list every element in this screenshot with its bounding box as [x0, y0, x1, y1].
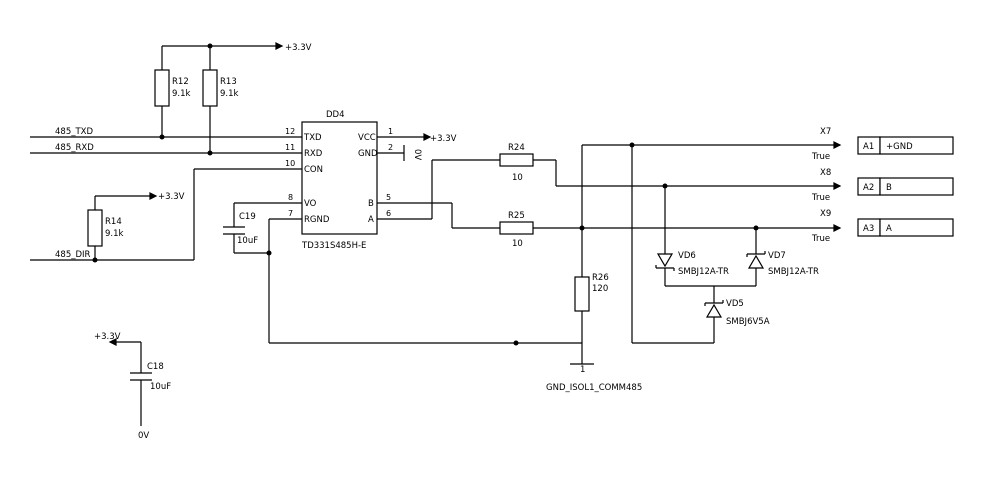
connector-x8: X8 True A2 B	[811, 168, 954, 203]
resistor-r14: R14 9.1k	[87, 209, 124, 247]
net-labels: 485_TXD 485_RXD 485_DIR +3.3V +3.3V +3.3…	[55, 43, 642, 441]
vd6-part: SMBJ12A-TR	[678, 267, 729, 277]
x8-ref: X8	[820, 168, 831, 178]
capacitor-c19: C19 10uF	[223, 212, 258, 246]
pin-num-con: 10	[285, 159, 295, 168]
arrow-3v3-r14	[149, 192, 158, 200]
x7-ref: X7	[820, 127, 831, 137]
pin-name-rgnd: RGND	[304, 215, 330, 225]
r24-value: 10	[512, 173, 523, 183]
r26-ref: R26	[592, 273, 609, 283]
diode-vd5: VD5 SMBJ6V5A	[704, 299, 770, 327]
r14-ref: R14	[105, 217, 122, 227]
connector-x7: X7 True A1 +GND	[811, 127, 954, 162]
x9-signal: A	[886, 224, 892, 234]
c18-ref: C18	[147, 362, 164, 372]
pin-num-txd: 12	[285, 127, 295, 136]
x7-signal: +GND	[886, 142, 913, 152]
pin-name-vo: VO	[304, 199, 317, 209]
ic-ref: DD4	[326, 110, 345, 120]
r24-ref: R24	[508, 143, 525, 153]
wires	[30, 45, 840, 426]
vd5-part: SMBJ6V5A	[726, 317, 770, 327]
c19-value: 10uF	[237, 236, 258, 246]
resistor-r24: R24 10	[499, 143, 534, 183]
arrow-x8	[833, 182, 842, 190]
x7-pin: A1	[863, 142, 874, 152]
vd5-ref: VD5	[726, 299, 744, 309]
diode-vd6: VD6 SMBJ12A-TR	[655, 251, 729, 277]
r14-value: 9.1k	[105, 229, 124, 239]
r13-ref: R13	[220, 77, 237, 87]
ic-dd4: DD4 TD331S485H-E 12 11 10 8 7 TXD RXD CO…	[285, 110, 393, 251]
vd7-ref: VD7	[768, 251, 786, 261]
ic-part: TD331S485H-E	[301, 241, 366, 251]
pin-name-a: A	[368, 215, 374, 225]
pin-num-vo: 8	[288, 193, 293, 202]
label-0v-c18: 0V	[138, 431, 149, 441]
arrow-3v3-vcc	[423, 133, 432, 141]
r12-ref: R12	[172, 77, 189, 87]
r13-value: 9.1k	[220, 89, 239, 99]
arrow-3v3-c18	[108, 338, 117, 346]
label-3v3-top: +3.3V	[285, 43, 312, 53]
pin-name-b: B	[368, 199, 374, 209]
x8-tag: True	[811, 193, 830, 203]
x8-signal: B	[886, 183, 892, 193]
pin-num-b: 5	[386, 193, 391, 202]
pin-num-gnd: 2	[388, 143, 393, 152]
resistor-r25: R25 10	[499, 211, 534, 249]
junctions	[92, 43, 759, 346]
power-arrows	[108, 42, 842, 346]
arrow-x9	[833, 224, 842, 232]
x9-pin: A3	[863, 224, 874, 234]
resistor-r26: R26 120	[574, 273, 609, 312]
r25-ref: R25	[508, 211, 525, 221]
x8-pin: A2	[863, 183, 874, 193]
arrow-3v3-top	[275, 42, 284, 50]
c18-value: 10uF	[150, 382, 171, 392]
label-gnd-iso: GND_ISOL1_COMM485	[546, 383, 642, 393]
net-485-txd: 485_TXD	[55, 127, 93, 137]
vd7-part: SMBJ12A-TR	[768, 267, 819, 277]
pin-name-con: CON	[304, 165, 323, 175]
vd6-ref: VD6	[678, 251, 696, 261]
pin-num-rxd: 11	[285, 143, 295, 152]
r25-value: 10	[512, 239, 523, 249]
resistor-r12: R12 9.1k	[154, 69, 191, 107]
label-3v3-c18: +3.3V	[94, 332, 121, 342]
c19-ref: C19	[239, 212, 256, 222]
pin-name-rxd: RXD	[304, 149, 323, 159]
label-3v3-r14: +3.3V	[158, 192, 185, 202]
resistor-r13: R13 9.1k	[202, 69, 239, 107]
r12-value: 9.1k	[172, 89, 191, 99]
pin-num-a: 6	[386, 209, 391, 218]
x7-tag: True	[811, 152, 830, 162]
pin-name-vcc: VCC	[358, 133, 376, 143]
net-485-dir: 485_DIR	[55, 250, 91, 260]
pin-num-vcc: 1	[388, 127, 393, 136]
r26-value: 120	[592, 284, 608, 294]
label-0v-gnd: 0V	[412, 149, 422, 160]
x9-tag: True	[811, 234, 830, 244]
connector-x9: X9 True A3 A	[811, 209, 954, 244]
label-3v3-vcc: +3.3V	[430, 134, 457, 144]
arrow-x7	[833, 141, 842, 149]
pin-name-gnd: GND	[358, 149, 378, 159]
pin-num-rgnd: 7	[288, 209, 293, 218]
capacitor-c18: C18 10uF	[130, 362, 171, 392]
diode-vd7: VD7 SMBJ12A-TR	[746, 251, 819, 277]
x9-ref: X9	[820, 209, 831, 219]
net-485-rxd: 485_RXD	[55, 143, 94, 153]
label-gnd-iso-pin: 1	[580, 365, 585, 375]
pin-name-txd: TXD	[303, 133, 322, 143]
